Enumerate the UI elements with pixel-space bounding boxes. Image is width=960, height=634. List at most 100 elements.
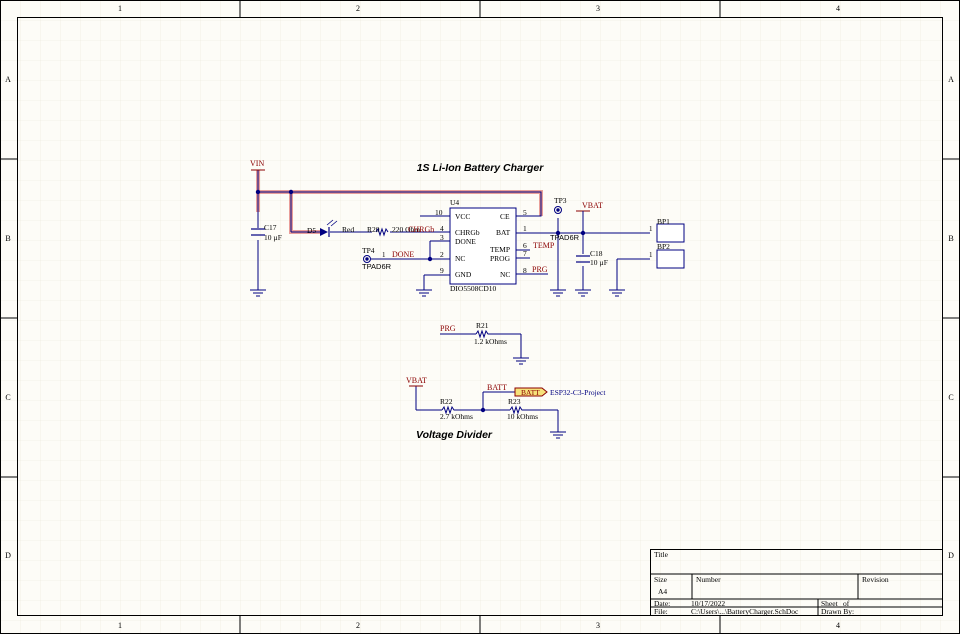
tp4-pin-number: 1 (382, 251, 386, 259)
ic-pin-num: 6 (523, 241, 527, 250)
resistor-r20[interactable] (375, 227, 389, 237)
ic-pin-num: 1 (523, 224, 527, 233)
r21-ref: R21 (476, 321, 489, 330)
tp4-ref: TP4 (362, 246, 375, 255)
bp2-ref: BP2 (657, 242, 670, 251)
r22-value: 2.7 kOhms (440, 412, 473, 421)
battery-pad-bp2[interactable] (656, 249, 685, 269)
title-block-text: Title Size A4 Number Revision Date: 10/1… (654, 550, 889, 616)
ic-pin-name: PROG (490, 254, 511, 263)
resistor-r22[interactable] (441, 405, 456, 415)
battery-pad-bp1[interactable] (656, 223, 685, 243)
net-label-vbat: VBAT (406, 376, 427, 385)
ic-pin-name: VCC (455, 212, 470, 221)
net-label-prg: PRG (532, 265, 548, 274)
c18-ref: C18 (590, 249, 603, 258)
col-label-top-2: 2 (356, 4, 360, 13)
net-label-chrgb: CHRGb (408, 225, 434, 234)
ground-symbol (416, 289, 432, 297)
row-label-left-c: C (5, 393, 10, 402)
row-label-right-d: D (948, 551, 954, 560)
ground-symbols (250, 289, 625, 439)
c18-value: 10 µF (590, 258, 608, 267)
junctions (255, 189, 586, 413)
ic-u4[interactable] (420, 207, 541, 285)
port-label: BATT (521, 388, 540, 397)
r22-ref: R22 (440, 397, 453, 406)
col-label-bottom-1: 1 (118, 621, 122, 630)
led-d5[interactable] (320, 219, 338, 237)
ground-symbol (609, 289, 625, 297)
d5-value: Red (342, 225, 354, 234)
number-label: Number (696, 575, 721, 584)
divider-section-title: Voltage Divider (416, 429, 493, 441)
ic-pin-name: TEMP (490, 245, 510, 254)
d5-ref: D5 (307, 226, 316, 235)
net-label-temp: TEMP (533, 241, 555, 250)
ic-pin-num: 9 (440, 266, 444, 275)
ic-pin-name: CE (500, 212, 510, 221)
net-label-prg: PRG (440, 324, 456, 333)
r21-value: 1.2 kOhms (474, 337, 507, 346)
testpad-tp3[interactable] (554, 206, 562, 214)
ground-symbol (550, 289, 566, 297)
ic-pin-num: 10 (435, 208, 443, 217)
title-block (650, 549, 943, 616)
file-value: C:\Users\...\BatteryCharger.SchDoc (691, 607, 799, 616)
row-label-right-c: C (948, 393, 953, 402)
size-value: A4 (658, 587, 667, 596)
date-value: 10/17/2022 (691, 599, 725, 608)
ic-right-pins: 5 CE 1 BAT 6 TEMP 7 PROG 8 NC (490, 208, 527, 279)
r20-ref: R20 (367, 225, 380, 234)
col-label-bottom-4: 4 (836, 621, 840, 630)
net-label-vbat: VBAT (582, 201, 603, 210)
frame-labels: 1 2 3 4 1 2 3 4 A B C D A B C D (5, 4, 954, 630)
size-label: Size (654, 575, 668, 584)
resistor-r21[interactable] (475, 329, 490, 339)
drawn-by-label: Drawn By: (821, 607, 854, 616)
ic-pin-name: DONE (455, 237, 476, 246)
row-label-left-d: D (5, 551, 11, 560)
row-label-right-a: A (948, 75, 954, 84)
ic-pin-name: GND (455, 270, 472, 279)
bp2-pin: 1 (649, 251, 653, 259)
net-label-done: DONE (392, 250, 414, 259)
bp1-pin: 1 (649, 225, 653, 233)
col-label-bottom-2: 2 (356, 621, 360, 630)
col-label-top-3: 3 (596, 4, 600, 13)
row-label-left-b: B (5, 234, 10, 243)
net-label-batt: BATT (487, 383, 507, 392)
sheet-label: Sheet (821, 599, 839, 608)
ic-ref: U4 (450, 198, 459, 207)
ic-pin-num: 7 (523, 249, 527, 258)
charger-section-title: 1S Li-Ion Battery Charger (417, 162, 545, 174)
col-label-bottom-3: 3 (596, 621, 600, 630)
capacitor-c18[interactable] (576, 255, 590, 263)
testpad-tp4[interactable] (363, 255, 392, 263)
title-label: Title (654, 550, 669, 559)
ic-part-number: DIO5508CD10 (450, 284, 496, 293)
capacitor-c17[interactable] (251, 228, 265, 236)
ic-pin-num: 4 (440, 224, 444, 233)
ic-pin-name: BAT (496, 228, 511, 237)
row-label-left-a: A (5, 75, 11, 84)
col-label-top-1: 1 (118, 4, 122, 13)
tp4-value: TPAD6R (362, 262, 392, 271)
ic-pin-name: CHRGb (455, 228, 480, 237)
ground-symbol (513, 357, 529, 365)
bp1-ref: BP1 (657, 217, 670, 226)
ic-pin-num: 2 (440, 250, 444, 259)
col-label-top-4: 4 (836, 4, 840, 13)
c17-value: 10 µF (264, 233, 282, 242)
batt-port[interactable] (514, 387, 548, 397)
ic-pin-num: 5 (523, 208, 527, 217)
resistor-r23[interactable] (509, 405, 524, 415)
revision-label: Revision (862, 575, 889, 584)
tp3-ref: TP3 (554, 196, 567, 205)
net-labels: VIN VBAT CHRGb DONE TEMP PRG PRG VBAT BA… (250, 159, 603, 392)
ic-pin-num: 3 (440, 233, 444, 242)
r20-value: 220 Ohm (392, 225, 420, 234)
